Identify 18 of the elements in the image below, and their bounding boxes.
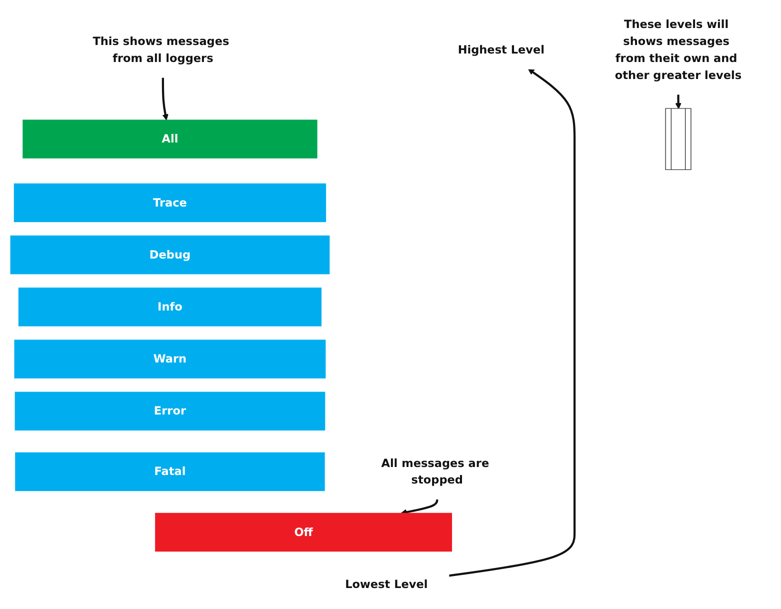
node-text: All messages are stopped: [382, 456, 490, 486]
node-box: Off: [155, 512, 452, 552]
node-box: Debug: [10, 236, 330, 274]
node-box: All: [22, 120, 318, 158]
arrow: [162, 77, 169, 120]
node-box: Trace: [14, 183, 326, 222]
arrow: [676, 94, 682, 110]
arrow: [401, 499, 438, 516]
node-text: These levels will shows messages from theit own and other greater levels: [615, 18, 742, 82]
node-box: Info: [18, 288, 322, 326]
node-text: Highest Level: [458, 42, 545, 56]
node-bracket: [665, 108, 692, 170]
node-box: Error: [15, 392, 326, 431]
node-box: Fatal: [15, 452, 326, 492]
node-box: Warn: [14, 340, 326, 378]
node-text: Lowest Level: [345, 577, 428, 591]
node-text: This shows messages from all loggers: [93, 34, 230, 65]
arrow: [448, 68, 576, 577]
